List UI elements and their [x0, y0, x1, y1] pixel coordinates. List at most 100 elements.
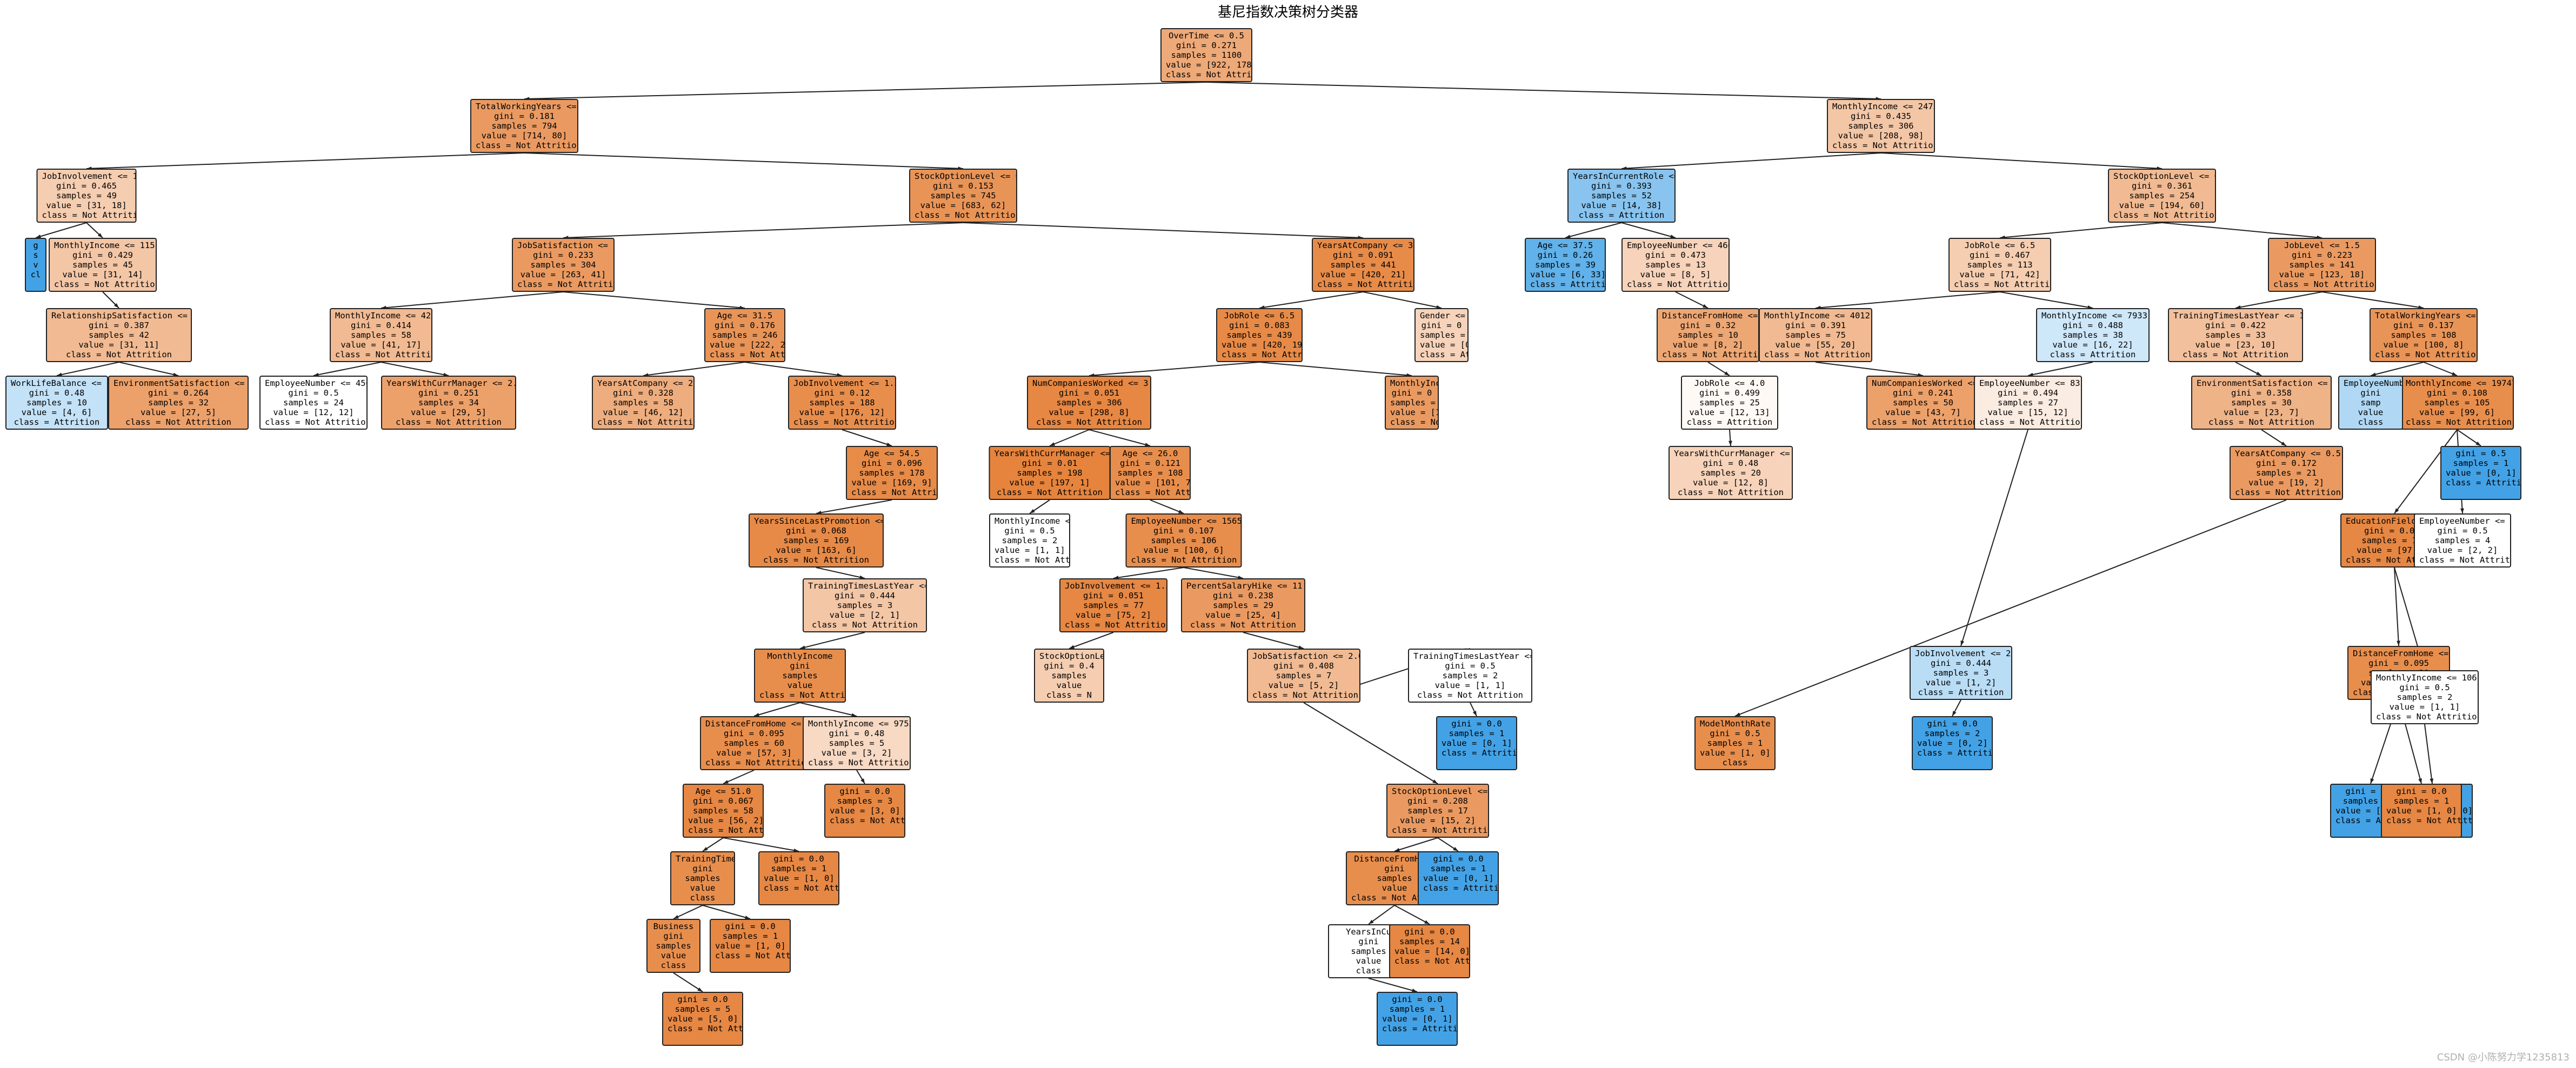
node-text-line: value = [5, 0] [668, 1014, 738, 1024]
node-text-line: gini = 0.095 [724, 729, 784, 738]
tree-edge-arrowhead [2235, 305, 2241, 309]
node-text-line: samples = 32 [148, 398, 209, 408]
node-text-line: class = Not Attrition [42, 210, 136, 220]
node-text-line: YearsWithCurrManager <= 2.5 [386, 378, 516, 388]
node-text-line: g [33, 241, 38, 250]
tree-edge [313, 362, 382, 376]
tree-edge [1069, 632, 1114, 649]
node-text-line: Age <= 37.5 [1537, 241, 1593, 250]
node-text-line: class = Not Attrition [1190, 620, 1296, 630]
node-text-line: value [2358, 408, 2384, 417]
node-text-line: value = [71, 42] [1959, 270, 2040, 279]
node-text-line: samples = 246 [712, 330, 778, 340]
node-text-line: value = [2, 1] [829, 610, 900, 620]
node-text-line: class = Not Attrition [812, 620, 918, 630]
node-text-line: Gender <= 0.5 [1420, 311, 1467, 321]
node-text-line: Age <= 51.0 [695, 786, 751, 796]
tree-edge [2394, 567, 2399, 646]
tree-edge [2161, 222, 2323, 238]
tree-edge [1259, 291, 1364, 309]
node-text-line: gini = 0.5 [2437, 526, 2488, 536]
tree-edge [1394, 837, 1438, 852]
node-text-line: gini [1358, 937, 1379, 946]
tree-edge [1113, 567, 1184, 579]
tree-edge-arrowhead [1178, 510, 1184, 513]
node-text-line: samples = 2 [2397, 692, 2453, 702]
node-text-line: NumCompaniesWorked <= 3.5 [1032, 378, 1151, 388]
node-text-line: gini = 0.083 [1229, 321, 1290, 330]
node-text-line: class = Not Attrition [1979, 417, 2082, 427]
node-text-line: class [1722, 758, 1748, 767]
node-text-line: value = [16, 22] [2052, 340, 2133, 350]
node-text-line: value = [15, 2] [1400, 816, 1476, 825]
node-text-line: value = [27, 5] [141, 408, 216, 417]
node-text-line: MonthlyIncome <= 44 [995, 516, 1070, 526]
node-text-line: samples = 17 [1407, 806, 1468, 816]
tree-edge-arrowhead [2460, 508, 2464, 513]
node-text-line: class = Not Attrition [668, 1024, 743, 1033]
node-text-line: v [33, 260, 38, 270]
tree-edge-arrowhead [1728, 440, 1732, 446]
node-text-line: value = [922, 178] [1166, 60, 1252, 70]
node-text-line: value = [714, 80] [481, 131, 568, 141]
node-text-line: class = Not Attrition [759, 690, 845, 700]
node-text-line: gini = 0.473 [1645, 250, 1706, 260]
tree-edge-arrowhead [1453, 846, 1458, 851]
tree-edge-arrowhead [1436, 305, 1442, 309]
node-text-line: EnvironmentSatisfaction <= 1.5 [114, 378, 248, 388]
node-text-line: gini = 0.465 [56, 181, 117, 191]
node-text-line: EmployeeNumber <= 1302.5 [2419, 516, 2510, 526]
chart-title: 基尼指数决策树分类器 [1217, 4, 1358, 21]
node-text-line: gini = 0.0 [839, 786, 890, 796]
tree-edge-arrowhead [1050, 442, 1055, 446]
tree-edge [643, 362, 745, 376]
node-text-line: samples = 30 [2231, 398, 2292, 408]
tree-edge-arrowhead [2256, 371, 2261, 376]
tree-edge [1363, 291, 1442, 309]
node-text-line: JobInvolvement <= 1.5 [1065, 581, 1167, 591]
node-text-line: class = Not Attrition [1252, 690, 1358, 700]
node-text-line: samples = 1 [2453, 458, 2509, 468]
node-text-line: value = [3, 0] [830, 806, 900, 816]
node-text-line: samples = 2 [1002, 536, 1058, 545]
node-text-line: value = [0, 2] [1917, 738, 1988, 748]
node-text-line: value = [163, 6] [776, 545, 857, 555]
node-text-line: samples = 1 [722, 931, 778, 941]
node-text-line: StockOptionLevel [1039, 651, 1103, 661]
node-text-line: samples = 108 [2391, 330, 2457, 340]
node-text-line: TrainingTimesLastYear <= 2.5 [1413, 651, 1531, 661]
node-text-line: gini = 0.223 [2292, 250, 2352, 260]
node-text-line: class = Not Attrition [808, 758, 911, 767]
node-text-line: samples = 77 [1083, 600, 1144, 610]
node-text-line: gini = 0.435 [1851, 111, 1911, 121]
tree-edge [753, 702, 800, 717]
node-text-line: value = [6, 33] [1530, 270, 1606, 279]
watermark: CSDN @小陈努力学1235813 [2437, 1052, 2570, 1063]
node-text-line: samples [656, 941, 691, 951]
tree-edge [1368, 978, 1418, 992]
node-text-line: samples = 100 [2361, 536, 2427, 545]
node-text-line: class = Not Attrition [1317, 279, 1414, 289]
node-text-line: EmployeeNumber <= 1565.5 [1131, 516, 1242, 526]
node-text-line: class = Not Attrition [2273, 279, 2376, 289]
node-text-line: gini = 0.051 [1083, 591, 1144, 600]
tree-edge [673, 905, 703, 919]
node-text-line: class = Not Attrition [265, 417, 368, 427]
node-text-line: samples = 178 [859, 468, 925, 478]
